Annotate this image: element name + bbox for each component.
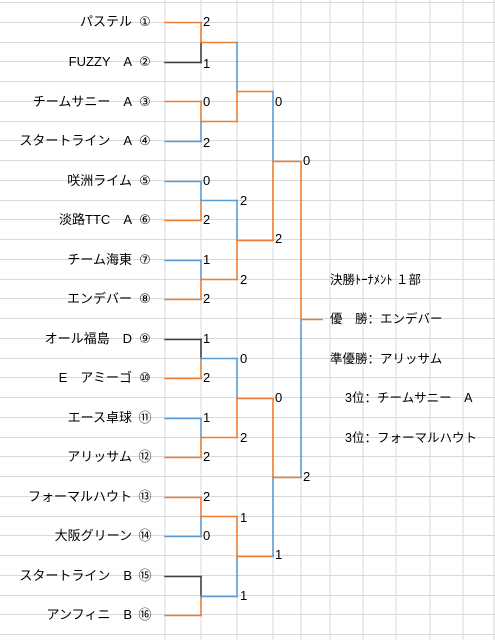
round2-score: 0 xyxy=(240,351,248,366)
round1-score: 0 xyxy=(203,94,211,109)
team-name: パステル xyxy=(79,14,132,29)
team-name: スタートライン A xyxy=(19,133,132,148)
round1-score: 2 xyxy=(203,291,211,306)
team-seed: ⑦ xyxy=(139,252,151,267)
team-seed: ⑭ xyxy=(138,528,152,543)
team-name: アリッサム xyxy=(67,449,132,464)
round2-score: 0 xyxy=(275,94,283,109)
team-name: オール福島 D xyxy=(44,331,132,346)
round1-score: 0 xyxy=(203,528,211,543)
final-score: 2 xyxy=(303,469,311,484)
team-name: 咲洲ライム xyxy=(67,173,132,188)
round1-score: 1 xyxy=(203,410,211,425)
team-seed: ④ xyxy=(139,133,151,148)
round1-score: 1 xyxy=(203,331,211,346)
results-runner-up: 準優勝：アリッサム xyxy=(330,352,443,366)
team-seed: ⑨ xyxy=(139,331,151,346)
round1-score: 1 xyxy=(203,252,211,267)
results-third-2: 3位：フォーマルハウト xyxy=(345,431,477,445)
team-seed: ⑧ xyxy=(139,291,151,306)
round1-score: 1 xyxy=(203,56,211,71)
team-name: E アミーゴ xyxy=(58,370,132,385)
team-seed: ⑯ xyxy=(138,607,152,622)
team-seed: ⑥ xyxy=(139,212,151,227)
team-name: スタートライン B xyxy=(19,568,132,583)
team-name: フォーマルハウト xyxy=(27,489,132,504)
round2-score: 2 xyxy=(240,272,248,287)
team-seed: ⑪ xyxy=(138,410,152,425)
round2-score: 2 xyxy=(275,231,283,246)
round2-score: 2 xyxy=(240,430,248,445)
results-third-1: 3位：チームサニー A xyxy=(345,391,473,405)
round2-score: 1 xyxy=(275,547,283,562)
results-title: 決勝ﾄｰﾅﾒﾝﾄ １部 xyxy=(330,273,421,287)
team-seed: ② xyxy=(139,54,151,69)
round1-score: 2 xyxy=(203,212,211,227)
round1-score: 2 xyxy=(203,449,211,464)
team-name: エース卓球 xyxy=(67,410,132,425)
round1-score: 2 xyxy=(203,489,211,504)
team-seed: ⑬ xyxy=(138,489,152,504)
team-name: アンフィニ B xyxy=(46,607,132,622)
round1-score: 2 xyxy=(203,135,211,150)
team-name: 大阪グリーン xyxy=(54,528,132,543)
team-name: チームサニー A xyxy=(32,94,132,109)
team-name: チーム海東 xyxy=(67,252,132,267)
round1-score: 2 xyxy=(203,14,211,29)
round1-score: 1 xyxy=(240,588,248,603)
round2-score: 2 xyxy=(240,193,248,208)
team-seed: ⑫ xyxy=(138,449,152,464)
final-score: 0 xyxy=(303,153,311,168)
team-name: FUZZY A xyxy=(68,54,132,69)
team-seed: ⑩ xyxy=(139,370,151,385)
round1-score: 2 xyxy=(203,370,211,385)
team-seed: ① xyxy=(139,14,151,29)
team-name: 淡路TTC A xyxy=(59,212,132,227)
results-winner: 優 勝：エンデバー xyxy=(330,312,443,326)
team-seed: ⑤ xyxy=(139,173,151,188)
round1-score: 1 xyxy=(240,510,248,525)
team-seed: ③ xyxy=(139,94,151,109)
round2-score: 0 xyxy=(275,390,283,405)
team-seed: ⑮ xyxy=(138,568,152,583)
round1-score: 0 xyxy=(203,173,211,188)
team-name: エンデバー xyxy=(66,291,132,306)
